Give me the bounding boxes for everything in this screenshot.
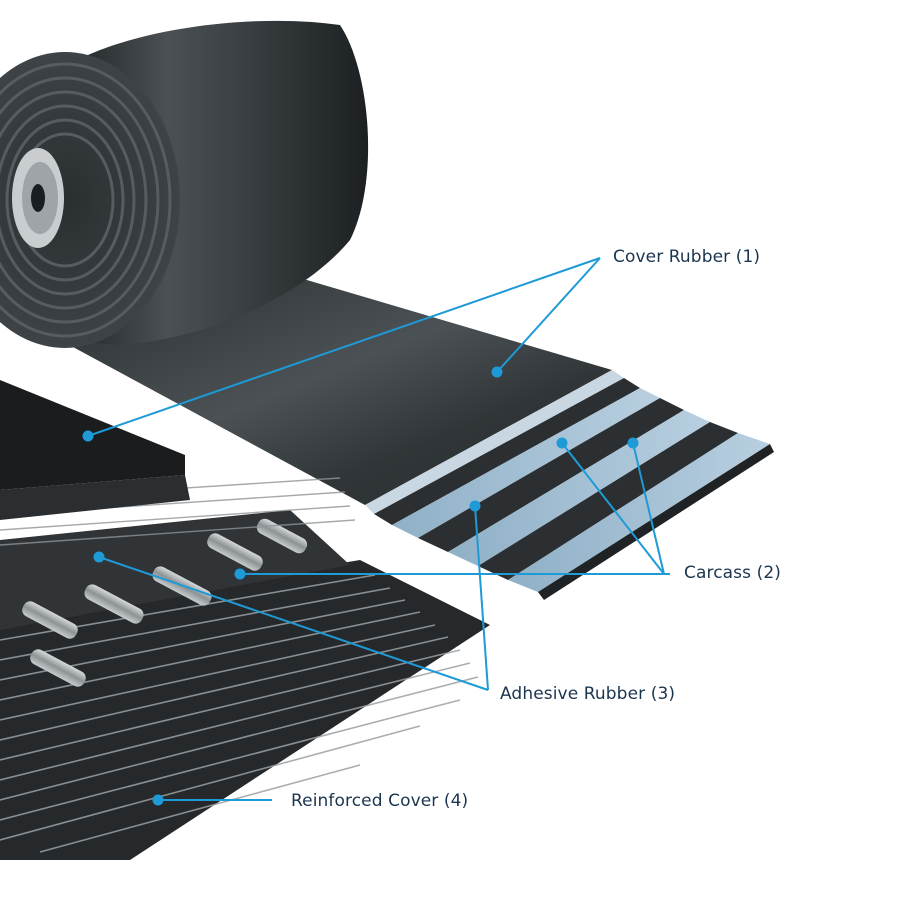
reinforced-cover-stripes	[0, 574, 479, 853]
callout-dot-carcass-c	[234, 568, 246, 580]
callout-lines	[87, 257, 670, 801]
adhesive-rubber-layer	[0, 510, 350, 630]
carcass-label: Carcass (2)	[684, 563, 781, 583]
callout-dot-reinforced	[152, 794, 164, 806]
adhesive-rubber-label: Adhesive Rubber (3)	[500, 684, 676, 704]
callout-line-cover-1	[87, 257, 601, 437]
callout-line-adhesive-2	[474, 505, 489, 691]
callout-dot-adhesive-b	[469, 500, 481, 512]
callout-line-cover-2	[496, 257, 601, 373]
callout-dot-carcass-b	[627, 437, 639, 449]
reinforced-cover-layer	[0, 560, 490, 860]
cover-rubber-label: Cover Rubber (1)	[613, 247, 761, 267]
fabric-belt-roll	[0, 20, 774, 600]
callout-dot-cover-left	[82, 430, 94, 442]
roll-end-face	[0, 52, 180, 348]
cover-rubber-block-side	[0, 475, 190, 520]
callout-dot-cover-right	[491, 366, 503, 378]
steel-cord-belt	[0, 380, 490, 860]
reinforced-cover-label: Reinforced Cover (4)	[291, 791, 469, 811]
callout-line-adhesive-1	[98, 556, 489, 691]
callout-line-carcass-2	[632, 442, 665, 575]
callout-line-carcass-1	[561, 442, 665, 575]
callout-dot-carcass-a	[556, 437, 568, 449]
callout-dots	[82, 366, 639, 806]
callout-dot-adhesive-a	[93, 551, 105, 563]
belt-top-surface	[60, 278, 612, 505]
